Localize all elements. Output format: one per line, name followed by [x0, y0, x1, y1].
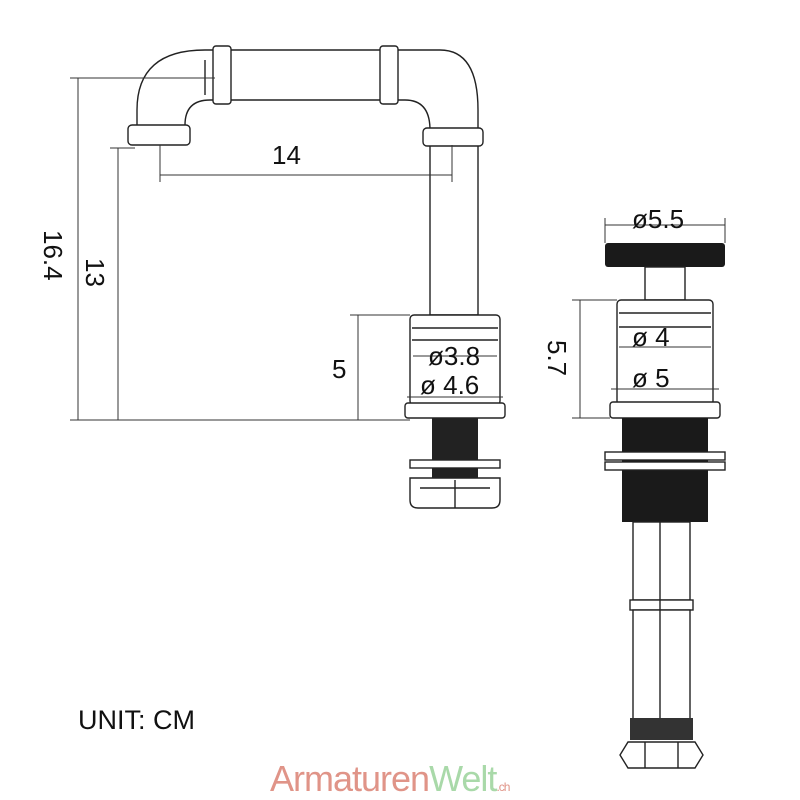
valve-assembly: [604, 243, 726, 769]
dim-base-inner-diameter: ø3.8: [428, 341, 480, 371]
logo-suffix: .ch: [496, 780, 510, 794]
dim-total-height: 16.4: [38, 230, 68, 281]
handle: [605, 243, 725, 267]
logo: ArmaturenWelt.ch: [270, 758, 510, 800]
faucet-base: [404, 314, 506, 509]
dim-base-height: 5: [332, 354, 346, 384]
logo-part1: Armaturen: [270, 758, 430, 799]
dim-spout-height: 13: [80, 258, 110, 287]
dimension-lines: [70, 77, 726, 421]
dim-spout-reach: 14: [272, 140, 301, 170]
unit-label: UNIT: CM: [78, 705, 195, 735]
logo-part2: Welt: [429, 758, 497, 799]
dim-base-outer-diameter: ø 4.6: [420, 370, 479, 400]
dim-handle-diameter: ø5.5: [632, 204, 684, 234]
dim-valve-outer-diameter: ø 5: [632, 363, 670, 393]
dim-valve-inner-diameter: ø 4: [632, 322, 670, 352]
faucet-spout: [127, 45, 484, 316]
dim-valve-height: 5.7: [542, 340, 572, 376]
